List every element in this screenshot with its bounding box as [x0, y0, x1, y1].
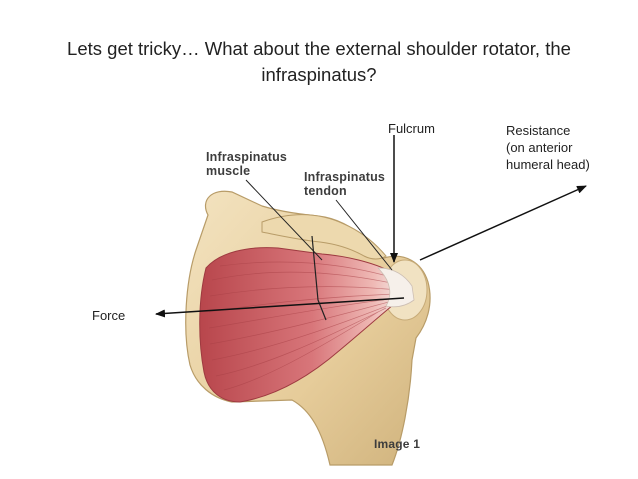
slide-title: Lets get tricky… What about the external…	[20, 36, 618, 88]
tendon-label: Infraspinatus tendon	[304, 170, 386, 198]
title-line-1: Lets get tricky… What about the external…	[67, 38, 571, 59]
resistance-label: Resistance (on anterior humeral head)	[506, 123, 590, 172]
resistance-arrow	[419, 185, 587, 261]
acromion-bone	[261, 214, 387, 260]
title-line-2: infraspinatus?	[261, 64, 377, 85]
image-caption: Image 1	[374, 437, 421, 451]
muscle-fibers	[208, 261, 399, 391]
lever-line	[311, 235, 327, 321]
muscle-leader-line	[245, 179, 323, 261]
fulcrum-label: Fulcrum	[388, 121, 435, 136]
tendon-leader-line	[335, 199, 393, 271]
force-label: Force	[92, 308, 126, 323]
force-arrow	[155, 297, 405, 318]
infraspinatus-tendon	[377, 267, 415, 308]
muscle-label: Infraspinatus muscle	[206, 150, 288, 178]
infraspinatus-muscle	[199, 247, 405, 403]
